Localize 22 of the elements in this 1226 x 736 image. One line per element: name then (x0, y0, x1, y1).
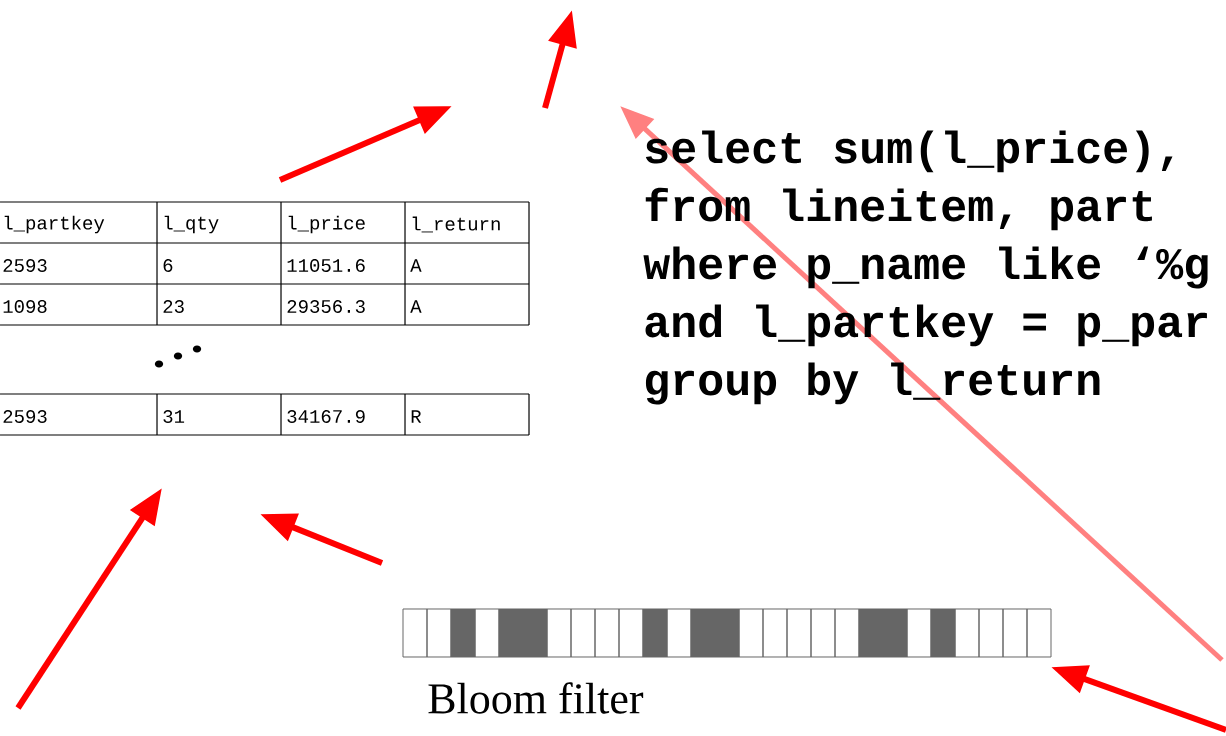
table-value: 34167.9 (287, 410, 365, 423)
table-value: 6 (163, 259, 173, 272)
column-header: l_qty (164, 215, 219, 234)
table-value: 2593 (3, 410, 47, 423)
code-line: where p_name like ‘%g (643, 246, 1208, 289)
table-value: 23 (163, 300, 184, 313)
table-value: A (410, 300, 422, 313)
table-value: 31 (163, 410, 185, 423)
table-value: A (410, 259, 422, 272)
column-header: l_price (288, 215, 365, 234)
code-line: and l_partkey = p_par (645, 304, 1207, 347)
table-value: 2593 (3, 259, 47, 272)
table-value: 1098 (3, 300, 47, 313)
column-header: l_return (412, 216, 500, 233)
code-line: from lineitem, part (645, 187, 1152, 231)
table-value: 29356.3 (287, 300, 365, 313)
code-line: group by l_return (645, 362, 1100, 405)
code-line: select sum(l_price), (645, 130, 1173, 173)
column-header: l_partkey (4, 215, 105, 234)
caption: Bloom filter (428, 682, 644, 714)
table-value: R (411, 410, 422, 423)
table-value: 11051.6 (287, 259, 365, 272)
